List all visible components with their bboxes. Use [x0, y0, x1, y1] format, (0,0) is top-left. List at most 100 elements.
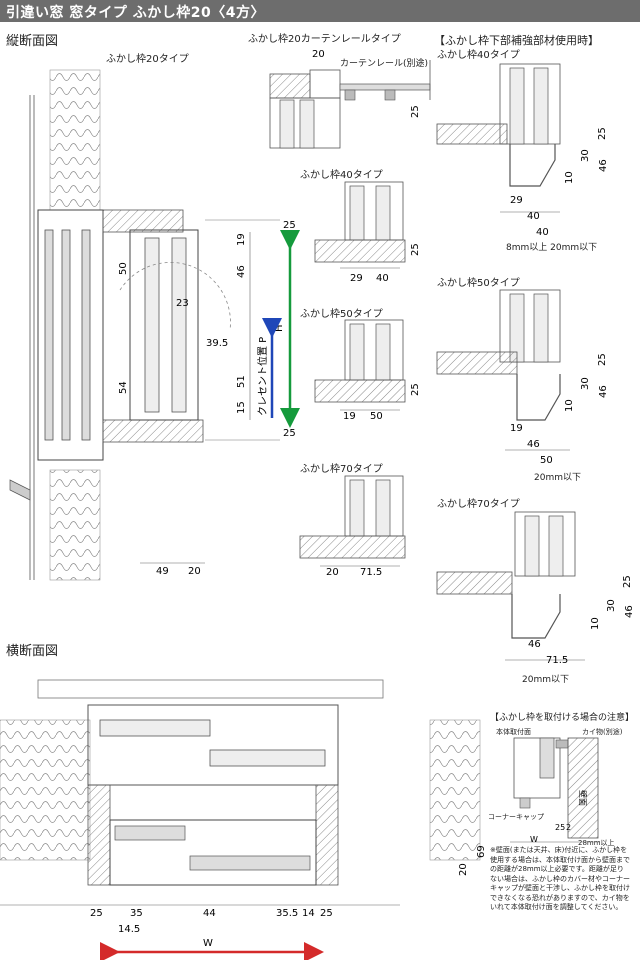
horizontal-section-drawing: [0, 679, 481, 906]
dim-f40-40: 40: [376, 273, 389, 284]
label-fukashi40: ふかし枠40タイプ: [300, 170, 383, 181]
title-bar: 引違い窓 窓タイプ ふかし枠20〈4方〉: [0, 0, 640, 22]
inner-sash-h: [109, 819, 317, 886]
dim-n-2: 2: [566, 823, 571, 832]
caution-detail: [510, 737, 600, 843]
dim-r50-50: 50: [540, 455, 553, 466]
dim-v-49: 49: [156, 566, 169, 577]
dim-r70-10: 10: [590, 617, 601, 630]
label-cover: カイ物(別途): [582, 728, 623, 736]
dim-h-25b: 25: [320, 908, 333, 919]
dim-r40-25: 25: [597, 127, 608, 140]
label-fukashi20: ふかし枠20タイプ: [106, 54, 189, 65]
caution-title: 【ふかし枠を取付ける場合の注意】: [490, 713, 635, 723]
wall-label: 壁面: [578, 790, 588, 806]
label-corner-cap: コーナーキャップ: [488, 813, 544, 821]
dim-f40-25: 25: [410, 243, 421, 256]
dim-f70-20: 20: [326, 567, 339, 578]
dim-r70-46: 46: [624, 605, 635, 618]
head-board: [102, 209, 184, 233]
dim-f50-50: 50: [370, 411, 383, 422]
dim-f40-29: 29: [350, 273, 363, 284]
reinforce40-detail: [436, 63, 561, 213]
dim-r40-40b: 40: [536, 227, 549, 238]
horizontal-section-title: 横断面図: [6, 644, 59, 659]
label-fukashi20-curtain: ふかし枠20カーテンレールタイプ: [248, 34, 401, 45]
dim-r50-46b: 46: [527, 439, 540, 450]
dim-v-20: 20: [188, 566, 201, 577]
dim-n-25: 25: [555, 823, 565, 832]
dim-curtain-20: 20: [312, 49, 325, 60]
dim-h-44: 44: [203, 908, 216, 919]
fukashi40-detail: [314, 181, 406, 269]
insulation-bottom: [49, 469, 101, 581]
dim-v-15: 15: [236, 401, 247, 414]
dim-r40-10: 10: [564, 171, 575, 184]
dim-v-54: 54: [118, 381, 129, 394]
curtain-rail-detail: [269, 60, 431, 149]
reinforce50-detail: [436, 289, 570, 451]
label-fukashi50: ふかし枠50タイプ: [300, 309, 383, 320]
dim-h-14-5: 14.5: [118, 924, 140, 935]
dim-r50-46: 46: [598, 385, 609, 398]
dim-h-20: 20: [458, 863, 469, 876]
vertical-section-drawing: [9, 69, 280, 581]
dim-r40-29: 29: [510, 195, 523, 206]
dim-r40-46: 46: [598, 159, 609, 172]
dim-r70-71-5: 71.5: [546, 655, 568, 666]
dim-f50-19: 19: [343, 411, 356, 422]
dim-h-25: 25: [90, 908, 103, 919]
dim-h-69: 69: [476, 845, 487, 858]
insulation-right: [429, 719, 481, 861]
inner-sash: [129, 229, 199, 421]
dim-r70-46b: 46: [528, 639, 541, 650]
dim-v-19: 19: [236, 233, 247, 246]
note-reinforce40: 8mm以上 20mm以下: [506, 243, 598, 253]
dim-W: W: [203, 938, 213, 949]
dim-h-35: 35: [130, 908, 143, 919]
dim-r50-10: 10: [564, 399, 575, 412]
dim-curtain-25: 25: [410, 105, 421, 118]
reinforce70-detail: [436, 511, 585, 661]
label-reinforce70: ふかし枠70タイプ: [437, 499, 520, 510]
dim-r70-25: 25: [622, 575, 633, 588]
dim-r50-25: 25: [597, 353, 608, 366]
fukashi50-detail: [314, 319, 406, 411]
dim-h-14: 14: [302, 908, 315, 919]
label-body-surface: 本体取付面: [496, 728, 531, 736]
dim-r50-19: 19: [510, 423, 523, 434]
label-min28: 28mm以上: [578, 839, 615, 847]
dim-H: H: [274, 324, 285, 332]
note-reinforce70: 20mm以下: [522, 675, 569, 685]
dim-r40-40a: 40: [527, 211, 540, 222]
dim-v-51: 51: [236, 375, 247, 388]
dim-v-25a: 25: [283, 220, 296, 231]
note-reinforce50: 20mm以下: [534, 473, 581, 483]
label-reinforce50: ふかし枠50タイプ: [437, 278, 520, 289]
window-frame-outer: [37, 209, 104, 461]
dim-v-25b: 25: [283, 428, 296, 439]
dim-r50-30: 30: [580, 377, 591, 390]
dim-n-W: W: [530, 835, 538, 844]
dim-r70-30: 30: [606, 599, 617, 612]
crescent-label: クレセント位置 P: [256, 337, 269, 416]
page-title: 引違い窓 窓タイプ ふかし枠20〈4方〉: [6, 5, 265, 21]
caution-note: ※壁面(または天井、床)付近に、ふかし枠を使用する場合は、本体取付け面から壁面ま…: [490, 846, 630, 911]
dim-f50-25: 25: [410, 383, 421, 396]
sill-board: [102, 419, 204, 443]
insulation-left: [0, 719, 91, 861]
label-curtain-rail: カーテンレール(別途): [340, 59, 429, 69]
side-board-right: [315, 784, 339, 886]
vertical-section-title: 縦断面図: [6, 34, 59, 49]
reinforce-section-title: 【ふかし枠下部補強部材使用時】: [434, 34, 599, 47]
dim-v-50: 50: [118, 262, 129, 275]
dim-h-35-5: 35.5: [276, 908, 298, 919]
dim-v-23: 23: [176, 298, 189, 309]
outer-frame-h: [87, 704, 339, 786]
label-reinforce40: ふかし枠40タイプ: [437, 50, 520, 61]
dim-f70-71-5: 71.5: [360, 567, 382, 578]
label-fukashi70: ふかし枠70タイプ: [300, 464, 383, 475]
wall-block: [567, 737, 599, 839]
insulation-top: [49, 69, 101, 211]
